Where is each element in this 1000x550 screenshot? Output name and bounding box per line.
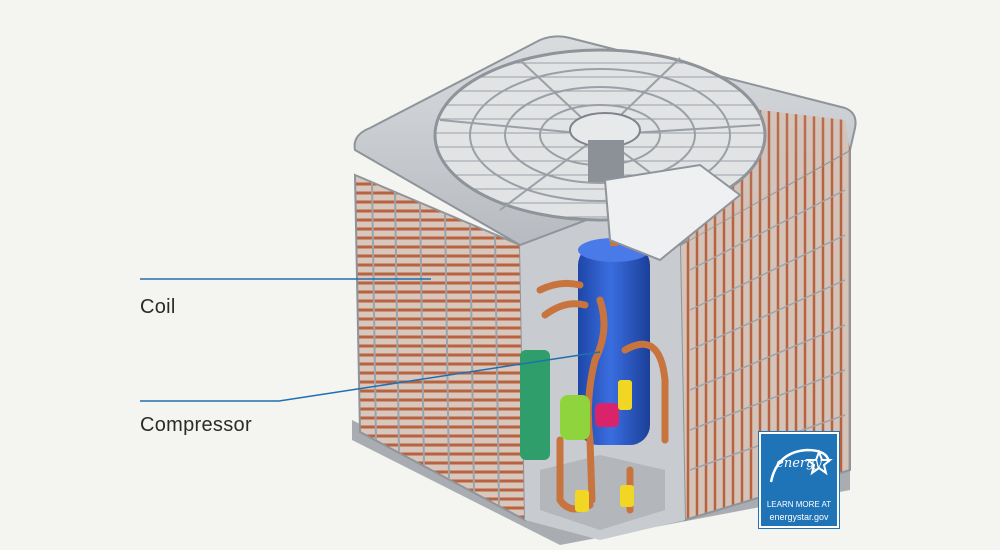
fan-blade [603,163,742,262]
energy-star-line1: LEARN MORE AT [766,500,832,509]
left-grille-guard [371,181,500,506]
compressor-callout-line [140,351,601,402]
energy-star-link[interactable]: energystar.gov [769,512,829,522]
energy-star-badge[interactable]: energy LEARN MORE AT energystar.gov [758,431,840,529]
yellow-valve-left [575,490,589,512]
compressor-label: Compressor [140,414,252,436]
energy-star-word: energy [776,456,822,471]
lime-valve [560,395,590,440]
coil-label: Coil [140,296,176,318]
yellow-valve-top [618,380,632,410]
accumulator [520,350,550,460]
yellow-valve-right [620,485,634,507]
energy-star-logo-icon [769,448,833,483]
fan-motor [588,140,624,182]
magenta-valve [595,403,619,427]
